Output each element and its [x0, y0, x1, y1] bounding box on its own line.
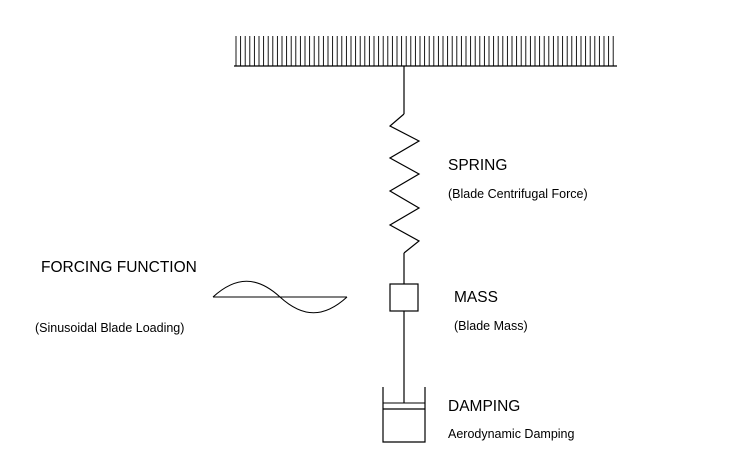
- damper: [382, 387, 426, 443]
- damper-cylinder: [382, 387, 426, 443]
- spring-label: SPRING: [448, 157, 507, 174]
- damping-label: DAMPING: [448, 398, 520, 415]
- sine-wave: [212, 280, 348, 314]
- forcing-function-wave: [212, 280, 348, 314]
- forcing-function-label: FORCING FUNCTION: [41, 259, 197, 276]
- support-hatching: [235, 36, 614, 66]
- spring-description: (Blade Centrifugal Force): [448, 187, 588, 201]
- fixed-support: [234, 36, 617, 67]
- damping-description: Aerodynamic Damping: [448, 427, 574, 441]
- mass-block: [389, 283, 419, 312]
- spring-coil: [388, 113, 421, 254]
- mass-label: MASS: [454, 289, 498, 306]
- mass-description: (Blade Mass): [454, 319, 528, 333]
- forcing-function-description: (Sinusoidal Blade Loading): [35, 321, 184, 335]
